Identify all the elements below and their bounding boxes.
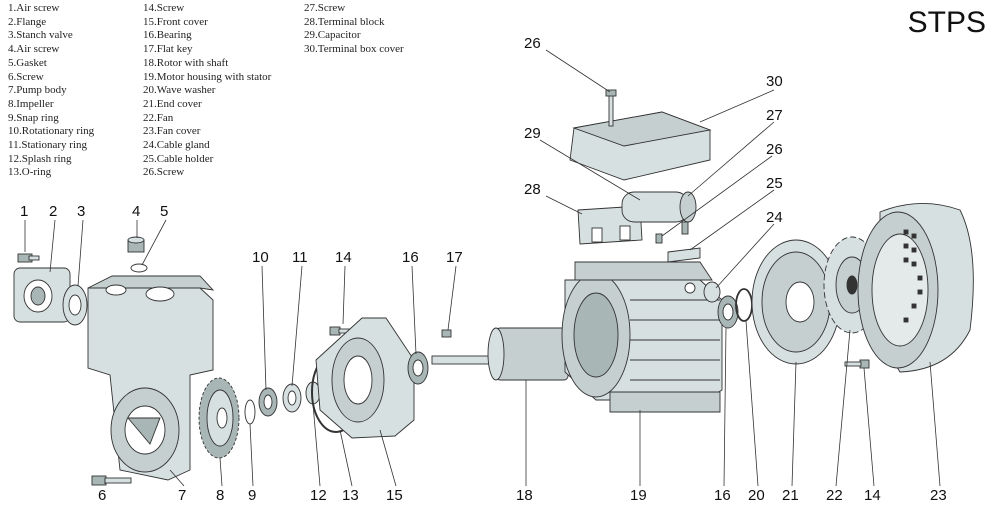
cable-holder-part (667, 221, 701, 263)
callout-10: 10 (252, 249, 269, 266)
legend-item: 23.Fan cover (143, 125, 201, 138)
callout-21: 21 (782, 487, 799, 504)
screw-end-part (844, 359, 870, 369)
legend-item: 22.Fan (143, 111, 174, 124)
callout-14-end: 14 (864, 487, 881, 504)
end-cover-part (751, 239, 841, 365)
callout-12: 12 (310, 487, 327, 504)
legend-item: 4.Air screw (8, 43, 60, 56)
callout-28: 28 (524, 181, 541, 198)
callout-1: 1 (20, 203, 28, 220)
snap-ring-part (244, 399, 256, 425)
callout-2: 2 (49, 203, 57, 220)
callout-7: 7 (178, 487, 186, 504)
callout-27: 27 (766, 107, 783, 124)
legend-item: 11.Stationary ring (8, 139, 88, 152)
screw-bottom-part (91, 475, 132, 486)
callout-11: 11 (292, 249, 308, 266)
legend-item: 13.O-ring (8, 166, 52, 179)
capacitor-part (621, 191, 697, 223)
terminal-box-cover-part (569, 111, 712, 181)
callout-20: 20 (748, 487, 765, 504)
legend-item: 29.Capacitor (304, 29, 361, 42)
callout-17: 17 (446, 249, 463, 266)
legend-item: 9.Snap ring (8, 111, 59, 124)
callout-29: 29 (524, 125, 541, 142)
callout-26: 26 (766, 141, 783, 158)
callout-23: 23 (930, 487, 947, 504)
screw-capacitor-part (655, 233, 663, 244)
callout-3: 3 (77, 203, 85, 220)
screw-top-part (605, 89, 617, 127)
callout-15: 15 (386, 487, 403, 504)
motor-housing-part (561, 261, 723, 413)
legend-item: 27.Screw (304, 2, 346, 14)
legend-item: 12.Splash ring (8, 152, 72, 165)
callout-16-rear: 16 (714, 487, 731, 504)
legend-item: 19.Motor housing with stator (143, 70, 272, 83)
legend-item: 3.Stanch valve (8, 29, 73, 42)
callout-30: 30 (766, 73, 783, 90)
rotationary-ring-part (258, 387, 278, 417)
legend-item: 18.Rotor with shaft (143, 56, 229, 69)
legend-item: 21.End cover (143, 97, 202, 110)
callout-13: 13 (342, 487, 359, 504)
bearing-rear-part (717, 295, 739, 329)
impeller-part (198, 377, 240, 459)
legend-item: 2.Flange (8, 15, 47, 28)
callout-19: 19 (630, 487, 647, 504)
pump-body-part (87, 275, 215, 481)
wave-washer-part (735, 288, 753, 322)
callout-26-top: 26 (524, 35, 541, 52)
air-screw-top-part (127, 236, 145, 253)
stanch-valve-part (62, 284, 88, 326)
gasket-part (130, 263, 148, 273)
callout-6: 6 (98, 487, 106, 504)
legend-item: 7.Pump body (8, 84, 67, 97)
callout-18: 18 (516, 487, 533, 504)
legend-item: 10.Rotationary ring (8, 125, 95, 138)
callout-5: 5 (160, 203, 168, 220)
legend-item: 17.Flat key (143, 43, 193, 56)
air-screw-part (17, 253, 40, 263)
callout-22: 22 (826, 487, 843, 504)
legend-item: 8.Impeller (8, 97, 54, 110)
legend-item: 25.Cable holder (143, 152, 214, 165)
legend-item: 15.Front cover (143, 15, 208, 28)
flat-key-part (441, 329, 452, 338)
front-cover-part (315, 317, 415, 439)
legend-item: 26.Screw (143, 166, 185, 179)
callout-24: 24 (766, 209, 783, 226)
callout-4: 4 (132, 203, 140, 220)
legend-item: 16.Bearing (143, 29, 192, 42)
flange-part (13, 267, 71, 323)
legend-item: 28.Terminal block (304, 15, 385, 28)
legend-item: 20.Wave washer (143, 84, 216, 97)
legend-item: 6.Screw (8, 70, 44, 83)
cable-gland-part (703, 281, 721, 303)
legend-item: 30.Terminal box cover (304, 43, 404, 56)
fan-cover-part (857, 203, 974, 373)
stationary-ring-part (282, 383, 302, 413)
legend-item: 1.Air screw (8, 2, 60, 14)
callout-25: 25 (766, 175, 783, 192)
legend-item: 14.Screw (143, 2, 185, 14)
bearing-front-part (407, 351, 429, 385)
callout-16: 16 (402, 249, 419, 266)
callout-9: 9 (248, 487, 256, 504)
callout-14: 14 (335, 249, 352, 266)
legend-item: 24.Cable gland (143, 139, 210, 152)
callout-8: 8 (216, 487, 224, 504)
legend-item: 5.Gasket (8, 56, 47, 69)
model-title: STPS (907, 6, 986, 39)
